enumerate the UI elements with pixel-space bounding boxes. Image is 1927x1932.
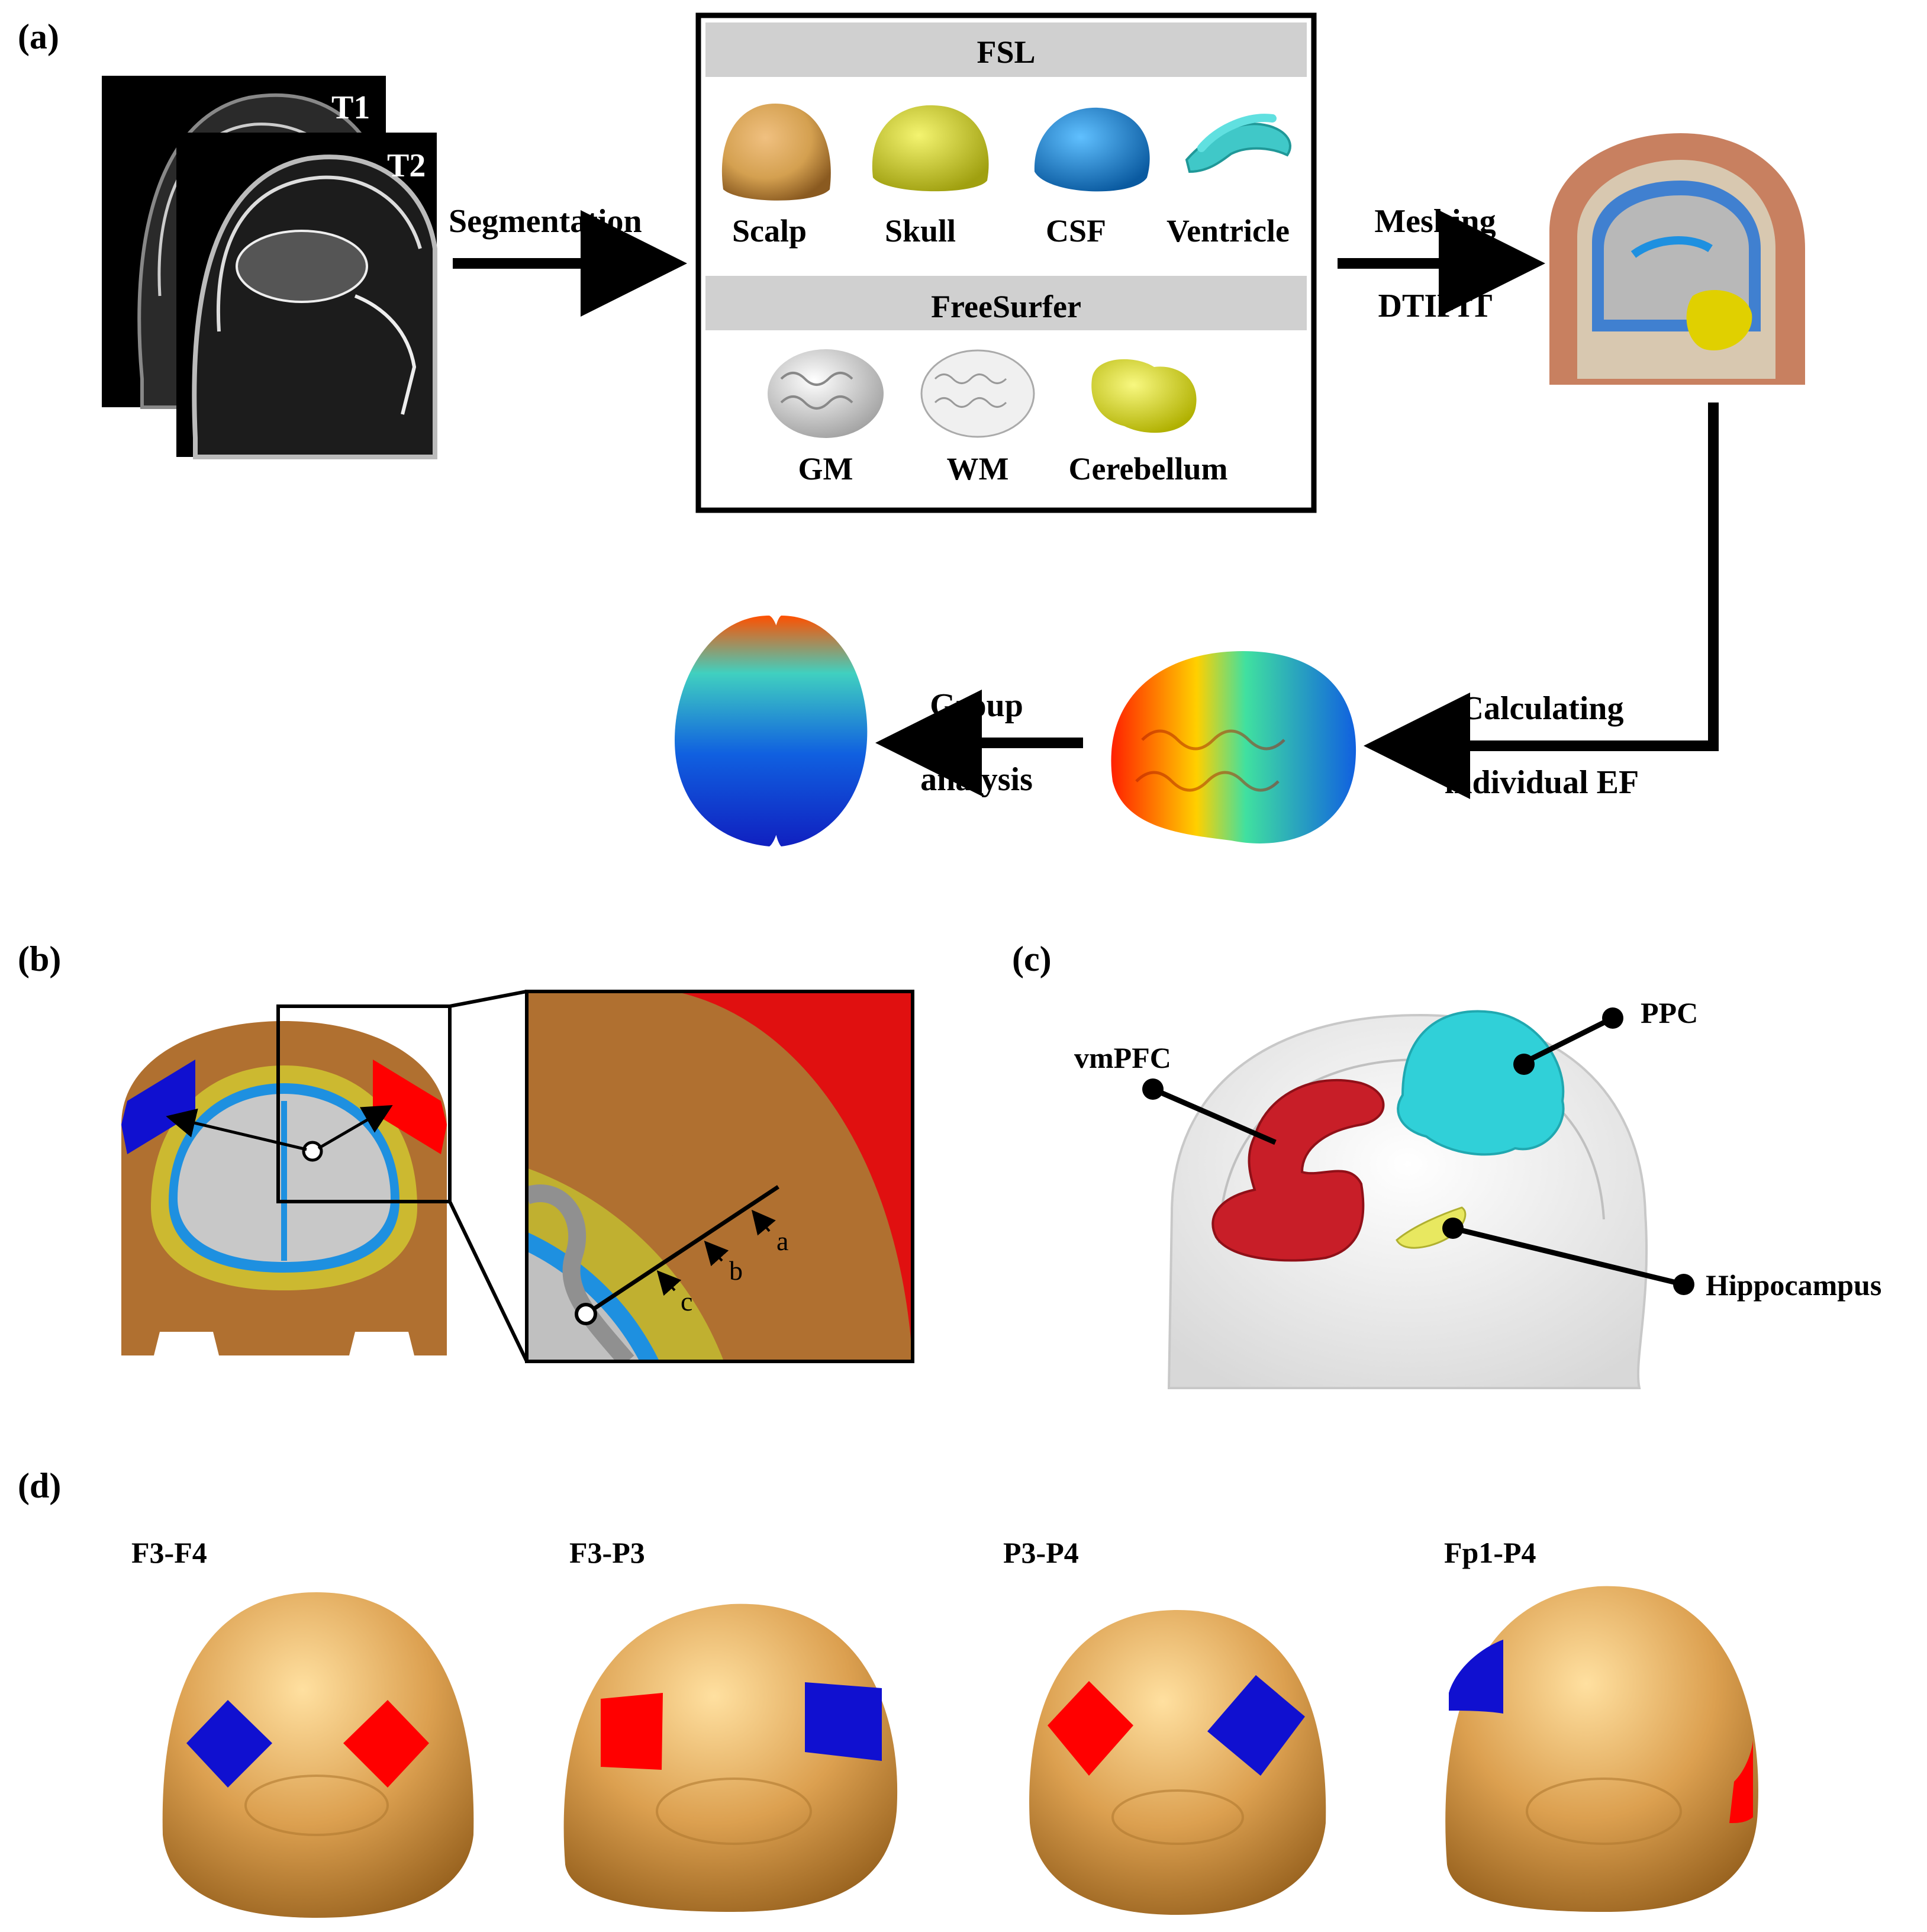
zoom-label-b: b xyxy=(729,1255,743,1286)
panel-b-label: (b) xyxy=(18,939,61,978)
scalp-label: Scalp xyxy=(732,213,807,249)
hippocampus-pointer-line xyxy=(1452,1225,1685,1287)
ppc-pointer-end xyxy=(1602,1007,1623,1029)
coronal-head-image xyxy=(121,1021,447,1355)
fsl-header-bar xyxy=(705,22,1307,77)
zoom-label-a: a xyxy=(776,1226,788,1256)
head-f3-f4-image xyxy=(162,1592,474,1918)
scalp-icon xyxy=(721,104,831,201)
zoom-label-c: c xyxy=(681,1286,692,1316)
cerebellum-icon xyxy=(1091,359,1197,433)
segmentation-box xyxy=(695,12,1317,513)
hippocampus-label: Hippocampus xyxy=(1706,1268,1881,1302)
hippocampus-region xyxy=(1396,1206,1467,1249)
ppc-pointer-line xyxy=(1522,1015,1615,1065)
montage-label-f3-p3: F3-P3 xyxy=(569,1536,645,1569)
ventricle-icon xyxy=(1185,114,1291,173)
hippocampus-pointer-dot xyxy=(1442,1218,1464,1239)
zoom-center-marker xyxy=(575,1303,597,1325)
cathode-fp1-p4 xyxy=(1449,1640,1503,1714)
anode-direction-arrow xyxy=(317,1105,393,1150)
cathode-p3-p4 xyxy=(1207,1675,1305,1776)
label-c-arrow xyxy=(656,1270,682,1296)
hippocampus-pointer-end xyxy=(1673,1274,1694,1295)
freesurfer-header-bar xyxy=(705,276,1307,330)
zoomed-box-frame xyxy=(525,990,914,1363)
calculating-label: Calculating xyxy=(1460,690,1624,727)
montage-label-p3-p4: P3-P4 xyxy=(1003,1536,1079,1569)
label-a-arrow xyxy=(751,1209,776,1236)
csf-icon xyxy=(1034,107,1150,192)
cathode-f3-p3 xyxy=(805,1682,882,1761)
gm-icon xyxy=(768,349,884,438)
vmpfc-region xyxy=(1211,1078,1385,1262)
wm-icon xyxy=(920,349,1035,438)
freesurfer-header: FreeSurfer xyxy=(931,289,1081,324)
ppc-region xyxy=(1397,1010,1565,1156)
center-point-marker xyxy=(302,1141,323,1162)
vmpfc-pointer-line xyxy=(1152,1086,1277,1145)
zoom-region-box xyxy=(276,1004,452,1203)
anode-f3-f4 xyxy=(343,1700,429,1788)
cathode-direction-arrow xyxy=(166,1108,307,1151)
meshing-label: Meshing xyxy=(1374,203,1496,240)
individual-ef-brain-image xyxy=(1111,651,1356,843)
ppc-label: PPC xyxy=(1641,996,1698,1029)
wm-label: WM xyxy=(947,451,1009,487)
head-f3-p3-image xyxy=(563,1603,898,1912)
zoom-measure-line xyxy=(585,1185,779,1316)
zoom-connector-top xyxy=(449,990,527,1008)
cathode-f3-f4 xyxy=(186,1700,272,1788)
gm-label: GM xyxy=(798,451,853,487)
group-analysis-brain-image xyxy=(675,616,868,846)
montage-label-fp1-p4: Fp1-P4 xyxy=(1444,1536,1536,1569)
csf-label: CSF xyxy=(1046,213,1106,249)
skull-label: Skull xyxy=(885,213,956,249)
vmpfc-pointer-end xyxy=(1142,1078,1164,1100)
anode-fp1-p4 xyxy=(1729,1740,1753,1823)
dtifit-label: DTIFIT xyxy=(1378,288,1493,324)
panel-d-label: (d) xyxy=(18,1466,61,1505)
zoomed-layers-image xyxy=(527,991,913,1361)
cathode-electrode xyxy=(121,1060,195,1154)
head-mesh-image xyxy=(1549,133,1805,385)
analysis-label: analysis xyxy=(920,761,1033,798)
vmpfc-label: vmPFC xyxy=(1074,1041,1171,1074)
montage-label-f3-f4: F3-F4 xyxy=(131,1536,207,1569)
segmentation-label: Segmentation xyxy=(449,203,642,240)
ppc-pointer-dot xyxy=(1513,1054,1535,1075)
anode-f3-p3 xyxy=(601,1693,663,1770)
fsl-header: FSL xyxy=(977,34,1035,70)
individual-ef-label: individual EF xyxy=(1445,764,1639,801)
t2-label: T2 xyxy=(387,147,426,184)
group-label: Group xyxy=(930,687,1023,724)
t1-label: T1 xyxy=(331,89,370,126)
anode-electrode xyxy=(373,1060,447,1154)
anode-p3-p4 xyxy=(1048,1681,1133,1776)
panel-c-label: (c) xyxy=(1012,939,1052,978)
zoom-connector-bottom xyxy=(448,1200,529,1363)
skull-icon xyxy=(872,105,989,192)
panel-a-label: (a) xyxy=(18,17,59,56)
cerebellum-label: Cerebellum xyxy=(1069,451,1228,487)
ventricle-label: Ventricle xyxy=(1166,213,1290,249)
label-b-arrow xyxy=(704,1241,729,1267)
head-p3-p4-image xyxy=(1029,1610,1326,1915)
mri-t2-image xyxy=(176,133,437,459)
head-fp1-p4-image xyxy=(1445,1586,1758,1912)
